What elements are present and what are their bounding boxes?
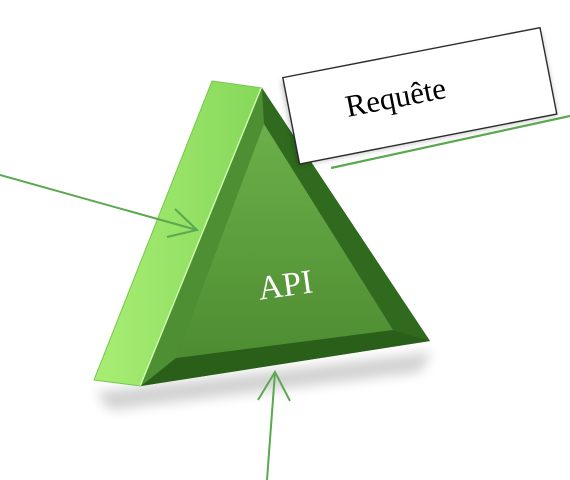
request-callout: Requête [281,26,558,166]
pyramid-shadow [96,352,432,410]
request-callout-box [281,26,558,165]
callout-underline [330,114,570,170]
api-label: API [256,263,315,307]
bottom-input-arrow [257,369,291,480]
left-input-arrow [0,174,200,238]
